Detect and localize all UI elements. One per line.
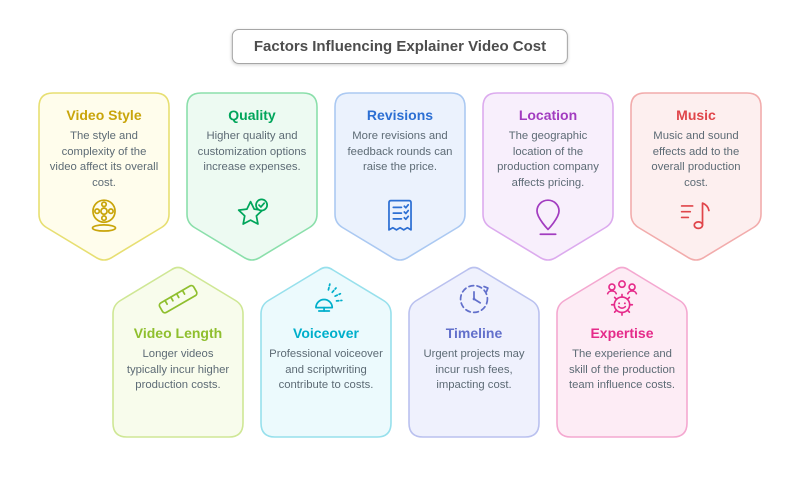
film-reel-icon — [38, 193, 170, 239]
card-title: Quality — [228, 107, 276, 123]
team-gear-icon — [556, 263, 688, 322]
card-voiceover: Voiceover Professional voiceover and scr… — [260, 263, 392, 438]
star-check-icon — [186, 193, 318, 239]
card-title: Video Length — [133, 325, 223, 341]
card-desc: Music and sound effects add to the overa… — [651, 130, 741, 189]
card-video-style: Video Style The style and complexity of … — [38, 92, 170, 264]
card-desc: Longer videos typically incur higher pro… — [126, 348, 230, 392]
card-desc: The geographic location of the productio… — [497, 130, 599, 189]
card-shape — [556, 266, 688, 438]
card-location: Location The geographic location of the … — [482, 92, 614, 264]
card-desc: The experience and skill of the producti… — [568, 348, 676, 392]
card-desc: Professional voiceover and scriptwriting… — [269, 348, 383, 392]
card-shape — [482, 92, 614, 261]
card-video-length: Video Length Longer videos typically inc… — [112, 263, 244, 438]
card-shape — [630, 92, 762, 261]
card-expertise: Expertise The experience and skill of th… — [556, 263, 688, 438]
checklist-receipt-icon — [334, 193, 466, 239]
card-shape — [260, 266, 392, 438]
card-shape — [408, 266, 540, 438]
card-shape — [186, 92, 318, 261]
card-desc: The style and complexity of the video af… — [49, 130, 159, 189]
card-desc: More revisions and feedback rounds can r… — [347, 130, 453, 174]
card-desc: Higher quality and customization options… — [197, 130, 307, 174]
page-title: Factors Influencing Explainer Video Cost — [231, 29, 569, 64]
card-music: Music Music and sound effects add to the… — [630, 92, 762, 264]
card-title: Video Style — [66, 107, 142, 123]
card-timeline: Timeline Urgent projects may incur rush … — [408, 263, 540, 438]
clock-icon — [408, 263, 540, 322]
card-shape — [334, 92, 466, 261]
card-shape — [112, 266, 244, 438]
card-title: Voiceover — [293, 325, 359, 341]
microphone-icon — [260, 263, 392, 322]
card-revisions: Revisions More revisions and feedback ro… — [334, 92, 466, 264]
card-title: Music — [676, 107, 716, 123]
music-note-icon — [630, 193, 762, 239]
card-shape — [38, 92, 170, 261]
card-title: Expertise — [590, 325, 654, 341]
map-pin-icon — [482, 193, 614, 239]
card-title: Location — [518, 107, 578, 123]
card-desc: Urgent projects may incur rush fees, imp… — [423, 348, 525, 392]
card-quality: Quality Higher quality and customization… — [186, 92, 318, 264]
ruler-icon — [112, 263, 244, 322]
card-title: Revisions — [366, 107, 434, 123]
card-title: Timeline — [445, 325, 503, 341]
